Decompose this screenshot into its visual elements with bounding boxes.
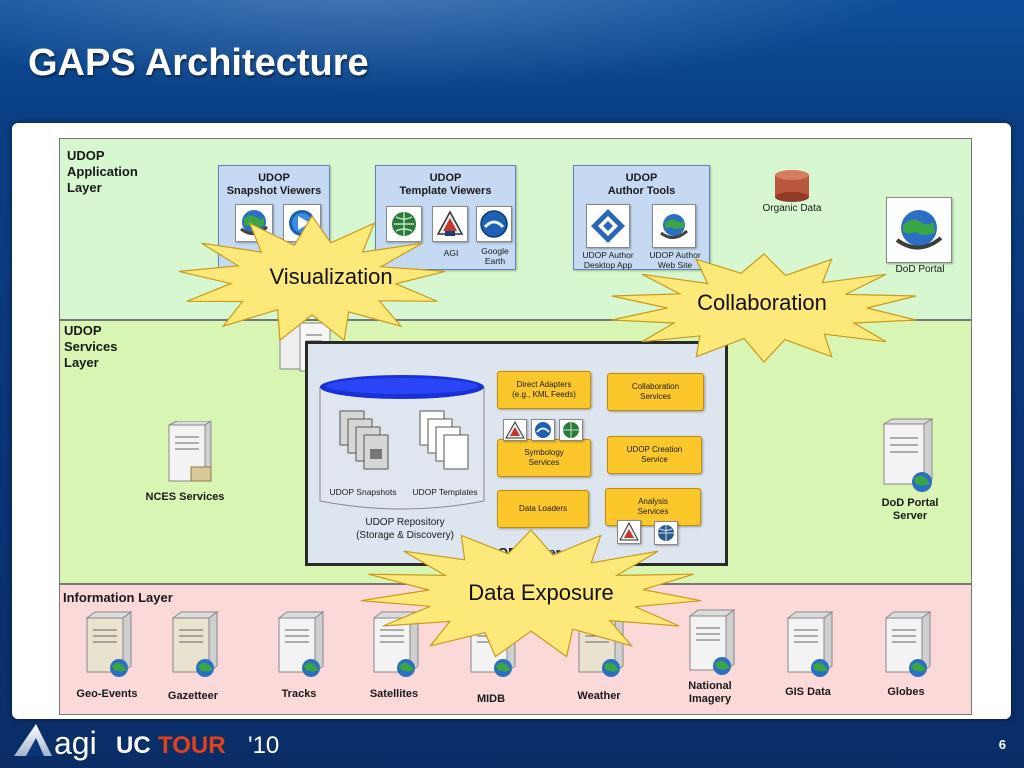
info-server-icon	[688, 609, 736, 675]
nces-server-icon	[168, 421, 212, 482]
author-desktop-icon	[586, 204, 630, 248]
udop-repository-label: UDOP Repository (Storage & Discovery)	[356, 517, 454, 541]
agi-icon	[432, 206, 468, 242]
template-viewers-box: UDOP Template Viewers AGI Google Earth	[375, 165, 516, 270]
services-layer-title: UDOP Services Layer	[64, 323, 118, 370]
agi-small-icon	[503, 419, 527, 441]
logo-year-text: '10	[248, 732, 279, 759]
info-server-icon	[786, 611, 834, 677]
info-server-icon	[884, 611, 932, 677]
organic-data-label: Organic Data	[762, 203, 822, 214]
collaboration-callout: Collaboration	[697, 290, 827, 315]
page-number: 6	[998, 737, 1006, 752]
agi-label: AGI	[443, 248, 459, 258]
logo-tour-text: TOUR	[158, 732, 226, 759]
info-source-label: Gazetteer	[167, 690, 219, 702]
direct-adapters-box: Direct Adapters (e.g., KML Feeds)	[497, 371, 591, 409]
google-earth-label: Google Earth	[481, 246, 509, 266]
dod-portal-server-label: DoD Portal Server	[881, 497, 939, 522]
udop-templates-label: UDOP Templates	[412, 487, 478, 497]
visualization-starburst	[178, 214, 446, 342]
info-source-label: Satellites	[369, 688, 419, 700]
info-source-label: Weather	[577, 690, 621, 702]
collaboration-services-box: Collaboration Services	[607, 373, 704, 411]
organic-data-icon	[775, 170, 809, 202]
udop-repository-icon	[319, 375, 485, 510]
template-viewers-title: UDOP Template Viewers	[399, 172, 492, 197]
visualization-callout: Visualization	[269, 264, 393, 289]
info-source-label: Tracks	[281, 688, 317, 700]
globe-small-icon	[559, 419, 583, 441]
author-web-label: UDOP Author Web Site	[649, 250, 701, 270]
author-desktop-label: UDOP Author Desktop App	[582, 250, 634, 270]
logo-uc-text: UC	[116, 732, 151, 759]
snapshot-viewers-title: UDOP Snapshot Viewers	[226, 172, 322, 197]
udop-creation-service-box: UDOP Creation Service	[607, 436, 702, 474]
slide-title: GAPS Architecture	[28, 42, 369, 84]
globe-analysis-icon	[654, 521, 678, 545]
info-source-label: National Imagery	[688, 680, 732, 705]
google-earth-icon	[476, 206, 512, 242]
info-source-label: Globes	[887, 686, 925, 698]
info-source-label: GIS Data	[785, 686, 831, 698]
nces-services-label: NCES Services	[145, 491, 225, 503]
collaboration-starburst	[611, 253, 917, 363]
info-server-icon	[85, 611, 133, 677]
agi-uc-tour-logo: agi UC TOUR '10	[12, 722, 312, 767]
info-server-icon	[372, 611, 420, 677]
author-tools-box: UDOP Author Tools UDOP Author Desktop Ap…	[573, 165, 710, 270]
data-loaders-box: Data Loaders	[497, 490, 589, 528]
application-layer-title: UDOP Application Layer	[67, 148, 138, 195]
dod-portal-server-icon	[882, 418, 934, 492]
analysis-services-box: Analysis Services	[605, 488, 701, 526]
dod-portal-icon	[886, 197, 952, 263]
info-source-label: Geo-Events	[76, 688, 138, 700]
udop-snapshots-label: UDOP Snapshots	[329, 487, 397, 497]
author-tools-title: UDOP Author Tools	[607, 172, 676, 197]
globe-network-icon	[386, 206, 422, 242]
logo-agi-text: agi	[54, 725, 97, 761]
data-exposure-starburst	[360, 529, 702, 658]
google-earth-small-icon	[531, 419, 555, 441]
info-server-icon	[171, 611, 219, 677]
symbology-services-box: Symbology Services	[497, 439, 591, 477]
info-server-icon	[277, 611, 325, 677]
info-source-label: MIDB	[476, 693, 506, 705]
information-layer-title: Information Layer	[63, 590, 173, 605]
author-web-icon	[652, 204, 696, 248]
agi-analysis-icon	[617, 520, 641, 544]
data-exposure-callout: Data Exposure	[468, 580, 614, 605]
dod-portal-label: DoD Portal	[895, 264, 945, 275]
